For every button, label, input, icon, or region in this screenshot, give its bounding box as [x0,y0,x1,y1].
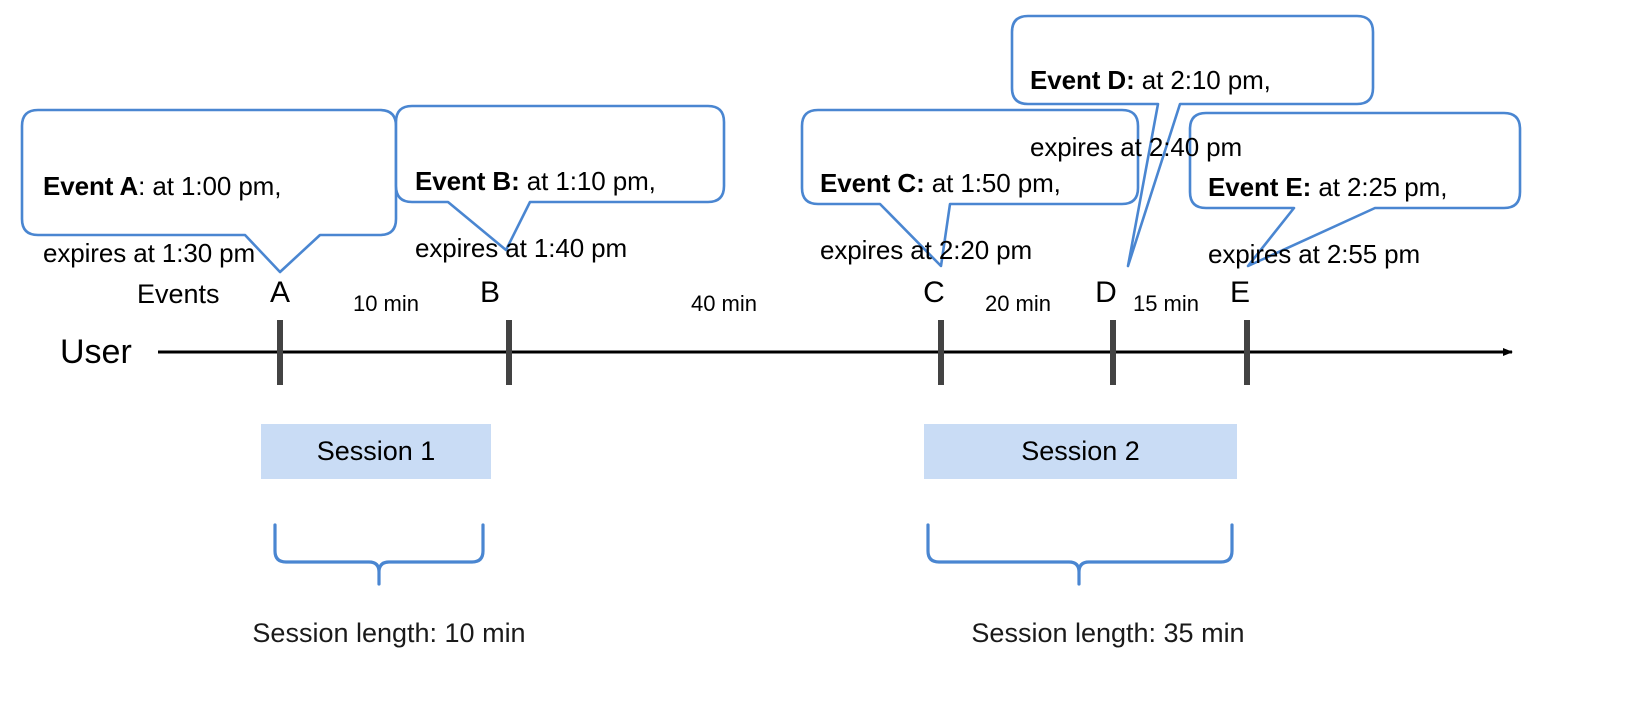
callout-label-c: Event C: at 1:50 pm, expires at 2:20 pm [820,133,1138,268]
marker-label-a: A [269,276,291,309]
marker-label-b: B [479,276,501,309]
brace-session-2 [926,523,1234,586]
callout-label-a: Event A: at 1:00 pm, expires at 1:30 pm [43,136,388,271]
callout-a-line2: expires at 1:30 pm [43,238,256,269]
user-axis-label: User [60,333,132,371]
events-row-label: Events [137,279,220,309]
brace-session-1 [273,523,485,586]
callout-label-d: Event D: at 2:10 pm, expires at 2:40 pm [1030,30,1370,165]
callout-c-line2: expires at 2:20 pm [820,235,1033,266]
gap-label-a-b: 10 min [352,291,420,316]
callout-d-rest: at 2:10 pm, [1134,64,1271,95]
callout-c-bold: Event C: [820,167,925,198]
callout-label-b: Event B: at 1:10 pm, expires at 1:40 pm [415,131,725,266]
callout-bubble-b [394,104,726,252]
callout-label-e: Event E: at 2:25 pm, expires at 2:55 pm [1208,137,1523,272]
session-1-length-caption: Session length: 10 min [252,618,526,648]
marker-label-d: D [1095,276,1117,309]
marker-label-e: E [1229,276,1251,309]
callout-a-bold: Event A [43,170,139,201]
callout-e-line2: expires at 2:55 pm [1208,239,1421,270]
callout-e-rest: at 2:25 pm, [1311,171,1448,202]
callout-c-rest: at 1:50 pm, [924,167,1061,198]
callout-bubble-e [1188,111,1522,268]
callout-e-bold: Event E: [1208,171,1312,202]
callout-d-line2: expires at 2:40 pm [1030,132,1243,163]
gap-label-d-e: 15 min [1132,291,1200,316]
callout-bubble-d [1010,14,1375,268]
session-bar-2-label: Session 2 [1021,436,1140,466]
session-2-length-caption: Session length: 35 min [971,618,1245,648]
callout-bubble-a [20,108,398,274]
gap-label-c-d: 20 min [984,291,1052,316]
marker-label-c: C [923,276,945,309]
callout-b-rest: at 1:10 pm, [519,165,656,196]
callout-a-rest: : at 1:00 pm, [138,170,282,201]
session-bar-1[interactable]: Session 1 [261,424,491,479]
gap-label-b-c: 40 min [690,291,758,316]
callout-b-bold: Event B: [415,165,520,196]
session-bar-1-label: Session 1 [316,436,436,466]
callout-d-bold: Event D: [1030,64,1135,95]
session-bar-2[interactable]: Session 2 [924,424,1237,479]
callout-bubble-c [800,108,1140,268]
callout-b-line2: expires at 1:40 pm [415,233,628,264]
